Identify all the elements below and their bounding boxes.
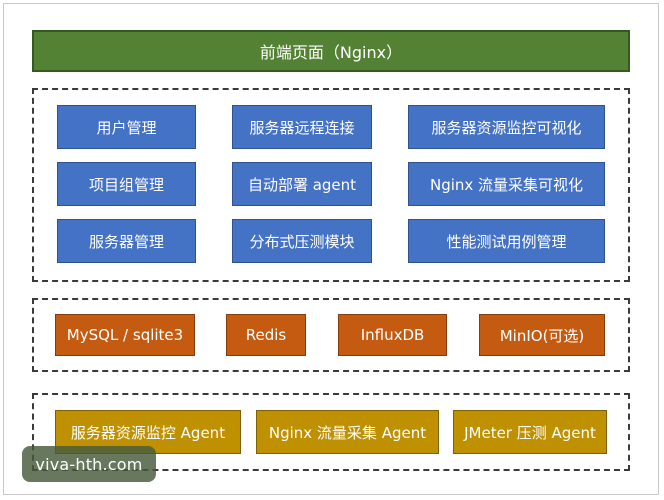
module-auto-deploy-agent: 自动部署 agent <box>232 162 372 206</box>
storage-mysql-sqlite: MySQL / sqlite3 <box>55 314 195 356</box>
storage-influxdb: InfluxDB <box>338 314 447 356</box>
module-distributed-load-test: 分布式压测模块 <box>232 219 372 263</box>
module-server-remote-connection: 服务器远程连接 <box>232 105 372 149</box>
agent-nginx-traffic-collect: Nginx 流量采集 Agent <box>256 410 439 454</box>
storage-group <box>32 298 630 372</box>
modules-group <box>32 88 630 282</box>
storage-redis: Redis <box>226 314 306 356</box>
module-user-management: 用户管理 <box>57 105 196 149</box>
frontend-box: 前端页面（Nginx） <box>32 30 630 72</box>
module-server-management: 服务器管理 <box>57 219 196 263</box>
module-server-resource-monitor-visualization: 服务器资源监控可视化 <box>408 105 605 149</box>
module-perf-test-case-management: 性能测试用例管理 <box>408 219 605 263</box>
module-project-group-management: 项目组管理 <box>57 162 196 206</box>
agent-jmeter-load-test: JMeter 压测 Agent <box>453 410 607 454</box>
module-nginx-traffic-visualization: Nginx 流量采集可视化 <box>408 162 605 206</box>
watermark: viva-hth.com <box>22 446 156 482</box>
storage-minio: MinIO(可选) <box>479 314 605 356</box>
agents-group <box>32 393 630 471</box>
